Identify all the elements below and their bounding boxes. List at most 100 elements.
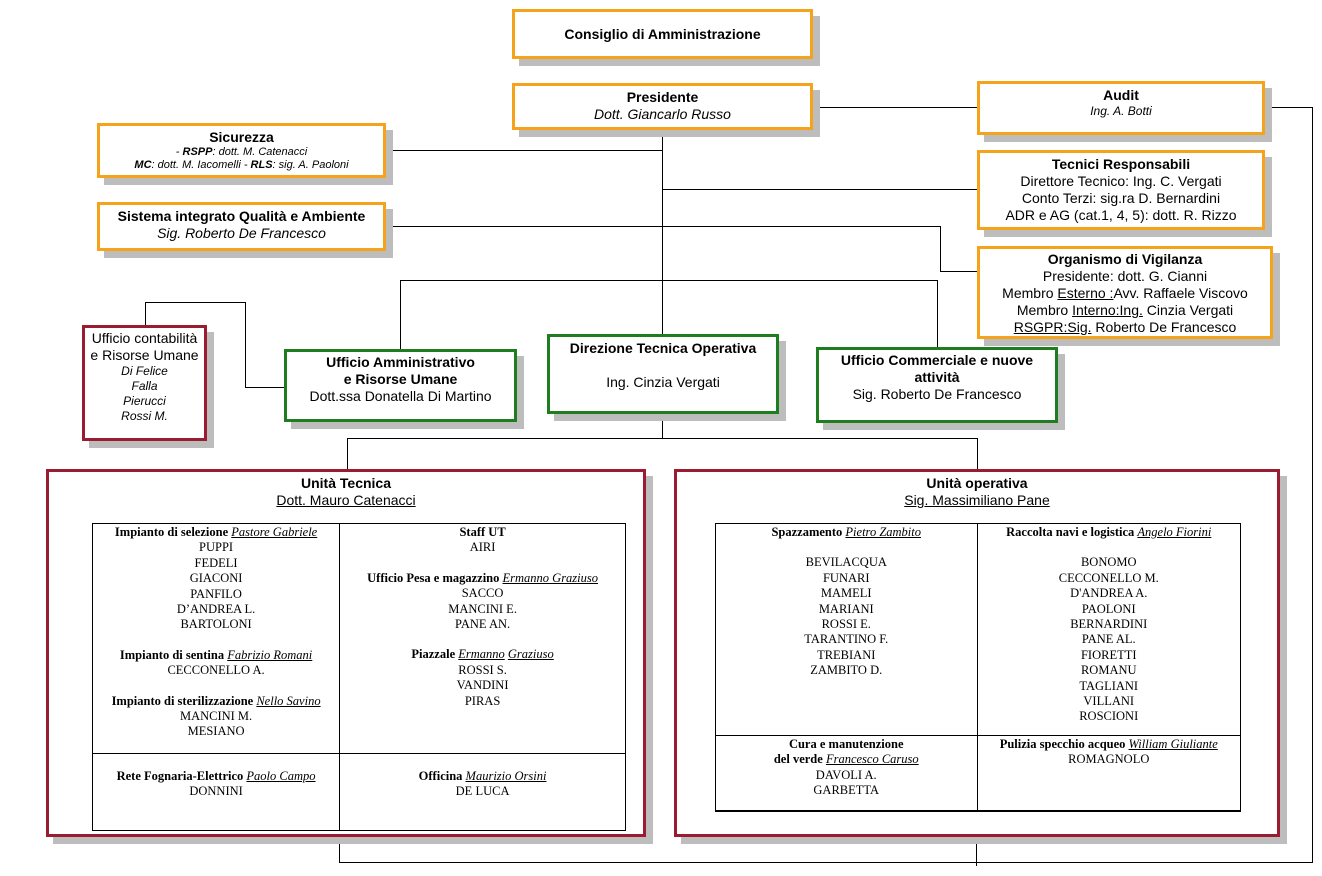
- tech-managers-line: Direttore Tecnico: Ing. C. Vergati: [1020, 173, 1222, 189]
- connector-right-rail: [1312, 107, 1313, 863]
- tech-unit-title: Unità Tecnica: [301, 475, 391, 491]
- cell-label: Ufficio Pesa e magazzino: [367, 570, 503, 585]
- connector-accounting-mid: [245, 302, 246, 387]
- cell-lead: Ermanno Graziuso: [502, 570, 599, 585]
- audit-name: Ing. A. Botti: [1090, 104, 1152, 118]
- connector-tech-unit: [347, 438, 348, 469]
- cell-label: Impianto di sentina: [119, 647, 228, 662]
- green-cell: Cura e manutenzione del verde Francesco …: [715, 735, 978, 811]
- connector-offices-bar: [400, 280, 937, 281]
- audit-title: Audit: [1103, 87, 1139, 103]
- security-line-1: - RSPP: dott. M. Catenacci: [175, 146, 308, 158]
- table-row: DONNINI: [189, 784, 243, 799]
- cell-lead: Nello Savino: [256, 693, 321, 708]
- connector-accounting-left: [145, 302, 146, 325]
- table-row: PANFILO: [190, 586, 242, 601]
- table-row: TREBIANI: [817, 647, 876, 662]
- commercial-name: Sig. Roberto De Francesco: [852, 386, 1022, 402]
- cell-lead: Fabrizio Romani: [227, 647, 313, 662]
- sweeping-header: Spazzamento Pietro Zambito: [716, 525, 977, 540]
- green-header-2: del verde Francesco Caruso: [716, 752, 977, 767]
- president-name: Dott. Giancarlo Russo: [594, 106, 731, 122]
- table-row: ROMANU: [1080, 663, 1137, 678]
- oversight-text: Roberto De Francesco: [1091, 319, 1237, 335]
- tech-unit-head: Dott. Mauro Catenacci: [276, 492, 416, 508]
- cell-label: Impianto di sterilizzazione: [111, 693, 257, 708]
- cell-lead: Paolo Campo: [246, 769, 316, 783]
- tech-direction-title: Direzione Tecnica Operativa: [569, 340, 757, 356]
- tech-managers-line: Conto Terzi: sig.ra D. Bernardini: [1021, 190, 1221, 206]
- connector-quality-down: [940, 226, 941, 271]
- connector-admin-office: [400, 280, 401, 349]
- table-row: MESIANO: [187, 724, 245, 739]
- oversight-text: Membro: [1002, 285, 1058, 301]
- table-row: MARIANI: [818, 601, 874, 616]
- table-row: BONOMO: [1080, 555, 1137, 570]
- table-row: GIACONI: [189, 571, 243, 586]
- ships-header: Raccolta navi e logistica Angelo Fiorini: [978, 525, 1241, 540]
- table-row: PAOLONI: [1081, 601, 1136, 616]
- table-row: VANDINI: [456, 678, 509, 693]
- commercial-box: Ufficio Commerciale e nuove attività Sig…: [816, 347, 1058, 423]
- connector-accounting-top: [145, 302, 245, 303]
- table-row: ROSCIONI: [1079, 709, 1139, 724]
- president-title: Presidente: [626, 89, 699, 105]
- table-row: GARBETTA: [813, 783, 880, 798]
- table-row: SACCO: [461, 586, 504, 601]
- oversight-line-1: Presidente: dott. G. Cianni: [1042, 268, 1208, 284]
- sewer-cell: Rete Fognaria-Elettrico Paolo Campo DONN…: [91, 753, 341, 831]
- board-title: Consiglio di Amministrazione: [564, 26, 761, 42]
- connector-bottom-left: [339, 836, 340, 863]
- connector-bottom-rail: [339, 862, 1312, 863]
- sterilization-header: Impianto di sterilizzazione Nello Savino: [93, 694, 339, 709]
- oversight-title: Organismo di Vigilanza: [1047, 251, 1203, 267]
- oversight-text: Interno:Ing.: [1072, 302, 1143, 318]
- commercial-title: Ufficio Commerciale e nuove attività: [840, 352, 1034, 385]
- accounting-box: Ufficio contabilità e Risorse Umane Di F…: [82, 325, 207, 441]
- table-row: FIORETTI: [1080, 647, 1137, 662]
- rls-role: RLS: [250, 159, 273, 171]
- table-row: DE LUCA: [455, 784, 510, 799]
- security-line-2: MC: dott. M. Iacomelli - RLS: sig. A. Pa…: [100, 159, 383, 172]
- table-row: PANE AN.: [455, 617, 511, 632]
- op-unit-title: Unità operativa: [926, 475, 1028, 491]
- cell-label: Rete Fognaria-Elettrico: [116, 769, 247, 783]
- workshop-header: Officina Maurizio Orsini: [340, 769, 625, 784]
- admin-office-name: Dott.ssa Donatella Di Martino: [309, 388, 492, 404]
- cell-label: Pulizia specchio acqueo: [999, 737, 1129, 751]
- quality-name: Sig. Roberto De Francesco: [157, 225, 326, 241]
- tech-direction-name: Ing. Cinzia Vergati: [606, 374, 720, 390]
- quality-title: Sistema integrato Qualità e Ambiente: [117, 208, 366, 224]
- cell-label: Piazzale: [411, 647, 459, 662]
- table-row: VILLANI: [1083, 694, 1135, 709]
- table-row: FUNARI: [822, 570, 870, 585]
- rspp-text: : dott. M. Catenacci: [212, 146, 308, 158]
- oversight-text: RSGPR:Sig.: [1013, 319, 1092, 335]
- security-title: Sicurezza: [209, 129, 274, 145]
- connector-oversight: [940, 271, 977, 272]
- table-row: MANCINI M.: [179, 709, 253, 724]
- admin-office-box: Ufficio Amministrativo e Risorse Umane D…: [284, 349, 517, 422]
- table-row: ROSSI E.: [821, 617, 871, 632]
- selection-header: Impianto di selezione Pastore Gabriele: [93, 525, 339, 540]
- admin-office-title-2: e Risorse Umane: [343, 371, 458, 387]
- connector-audit-right: [1265, 107, 1312, 108]
- mc-text: : dott. M. Iacomelli -: [151, 159, 251, 171]
- table-row: AIRI: [469, 540, 496, 555]
- cell-lead: Maurizio Orsini: [465, 769, 547, 783]
- bilge-header: Impianto di sentina Fabrizio Romani: [93, 648, 339, 663]
- accounting-member: Falla: [131, 379, 158, 393]
- admin-office-title-1: Ufficio Amministrativo: [326, 354, 475, 370]
- oversight-text: Avv. Raffaele Viscovo: [1113, 285, 1248, 301]
- connector-president-down: [662, 130, 663, 280]
- rls-text: : sig. A. Paoloni: [272, 159, 349, 171]
- accounting-member: Pierucci: [123, 394, 166, 408]
- cell-label: Officina: [418, 769, 466, 783]
- tech-managers-box: Tecnici Responsabili Direttore Tecnico: …: [977, 150, 1265, 230]
- cell-label: Raccolta navi e logistica: [1006, 525, 1138, 539]
- oversight-line-3: Membro Interno:Ing. Cinzia Vergati: [980, 302, 1270, 319]
- tech-direction-box: Direzione Tecnica Operativa Ing. Cinzia …: [547, 334, 779, 414]
- cell-lead: Pietro Zambito: [845, 525, 922, 539]
- connector-commercial: [937, 280, 938, 347]
- audit-box: Audit Ing. A. Botti: [977, 81, 1265, 135]
